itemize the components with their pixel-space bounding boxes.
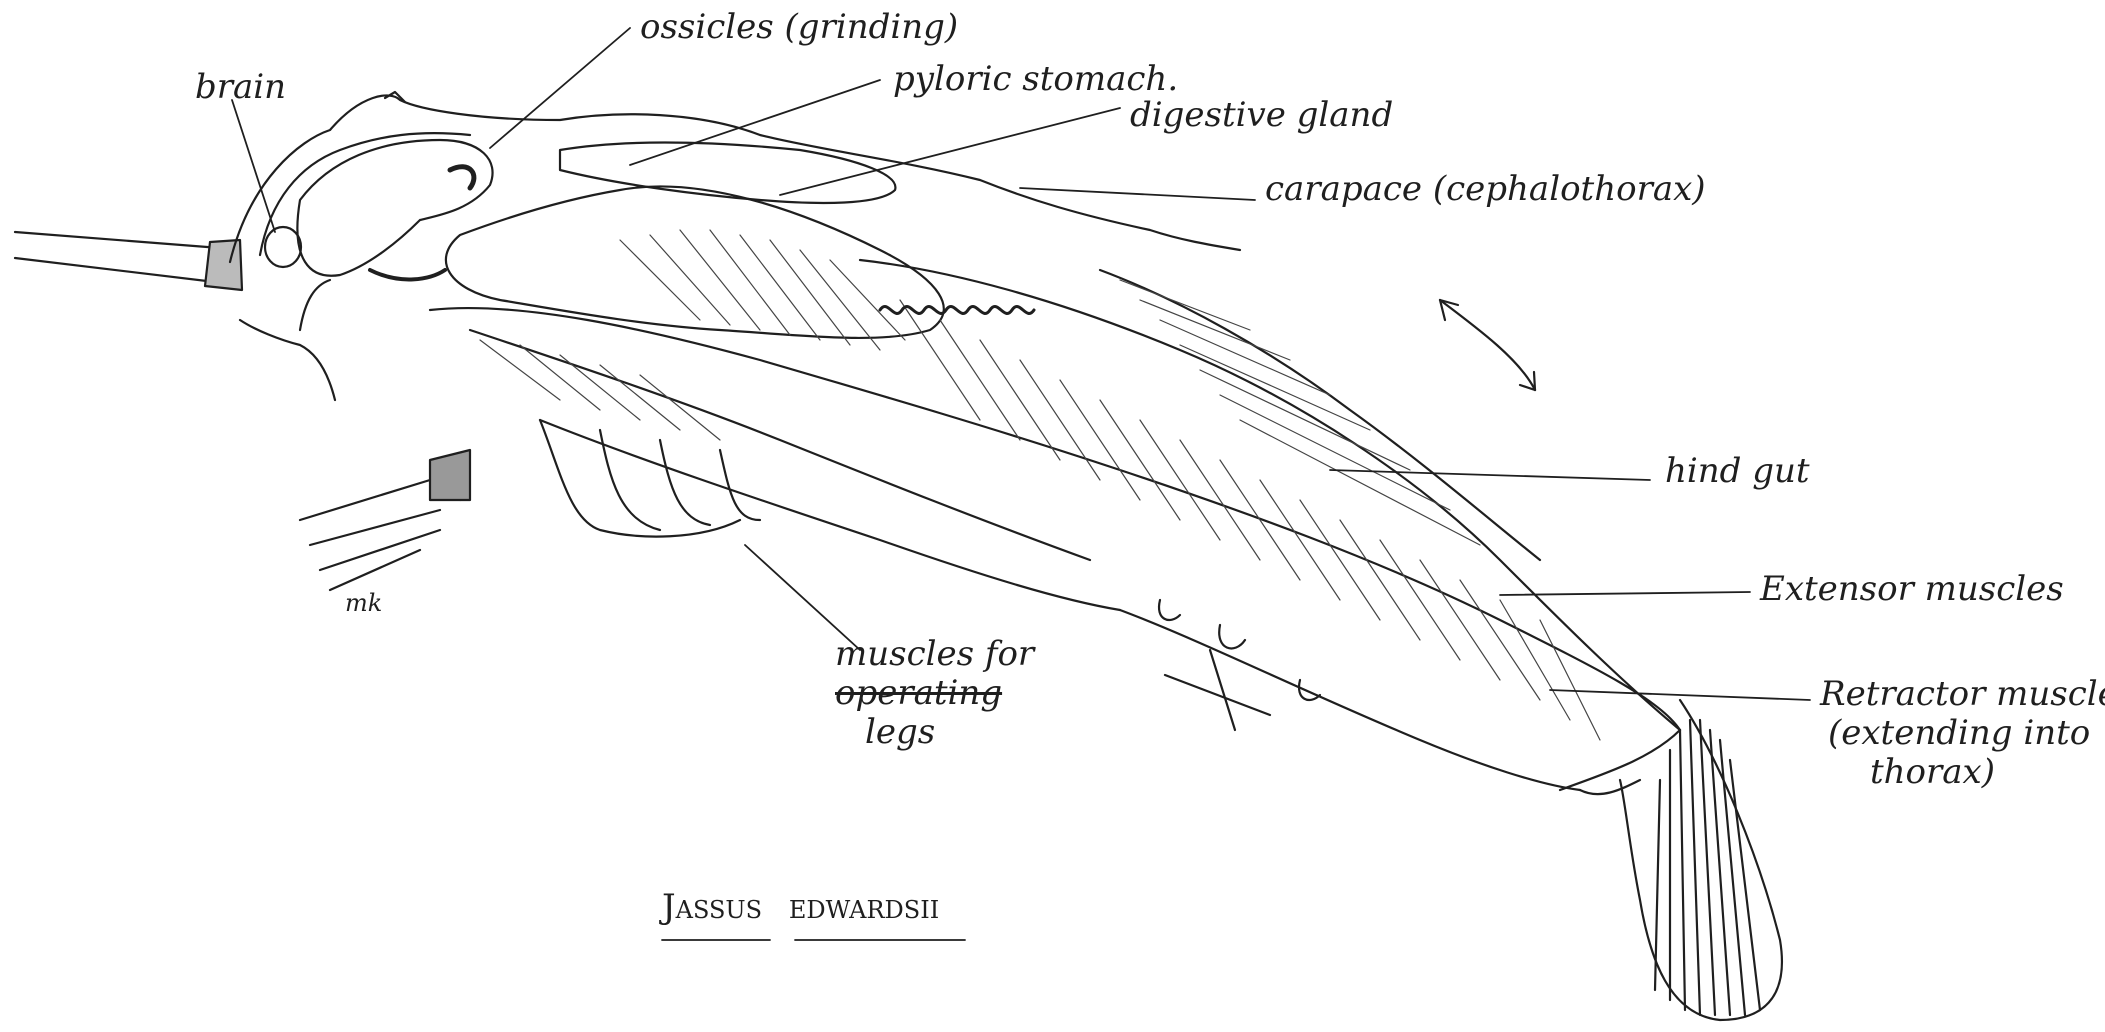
flex-arrow [1440,300,1535,390]
label-carapace: carapace (cephalothorax) [1265,170,1706,209]
hind-gut-coil [880,307,1034,314]
legs [300,420,1320,700]
label-retractor-line3: thorax) [1820,753,2105,792]
label-retractor-line1: Retractor muscles [1820,675,2105,714]
leader-lines [232,28,1810,700]
label-retractor-line2: (extending into [1820,714,2105,753]
label-leg-line3: legs [835,713,1034,752]
muscle-striations [480,230,1600,740]
label-retractor-muscles: Retractor muscles (extending into thorax… [1820,675,2105,792]
cross-mark [1165,650,1270,730]
artist-initials: mk [345,590,382,618]
label-leg-muscles: muscles for operating legs [835,635,1034,752]
antennae [15,232,242,290]
species-genus: Jassus [662,887,762,927]
label-leg-line1: muscles for [835,635,1034,674]
species-name: Jassus edwardsii [662,888,939,927]
label-hind-gut: hind gut [1665,452,1810,491]
label-brain: brain [195,68,286,107]
label-leg-line2: operating [835,674,1034,713]
species-epithet: edwardsii [789,887,939,927]
label-extensor-muscles: Extensor muscles [1760,570,2064,609]
brain-shape [265,227,301,267]
telson-shape [1620,700,1782,1020]
label-ossicles: ossicles (grinding) [640,8,958,47]
label-digestive-gland: digestive gland [1130,96,1393,135]
ossicles-shape [297,140,492,279]
label-pyloric-stomach: pyloric stomach. [893,60,1178,99]
